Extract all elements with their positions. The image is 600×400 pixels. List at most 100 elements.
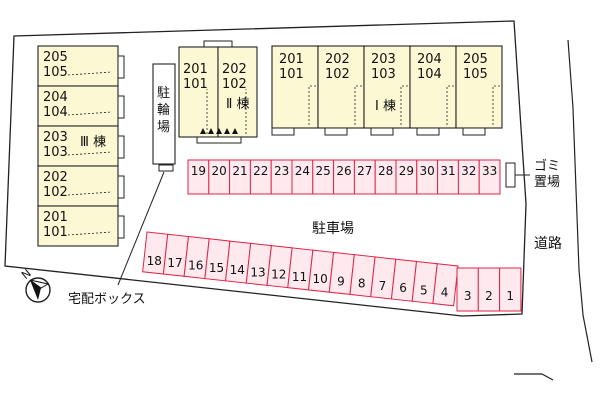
building-1-unit: [317, 45, 365, 129]
parking-space-number: 8: [358, 277, 366, 291]
parking-space-number: 23: [274, 164, 289, 178]
parking-lot-label: 駐車場: [312, 220, 354, 237]
unit-number-upper: 201: [43, 210, 68, 225]
unit-divider: [400, 85, 408, 125]
unit-number-upper: 202: [43, 170, 68, 185]
parking-space-number: 3: [464, 289, 472, 303]
unit-number-lower: 105: [43, 65, 68, 80]
balcony: [117, 95, 125, 119]
parking-space-number: 33: [482, 164, 497, 178]
parking-space-number: 11: [292, 270, 307, 284]
unit-number-upper: 204: [417, 52, 442, 67]
parking-space-number: 17: [167, 256, 182, 270]
parking-space-number: 22: [253, 164, 268, 178]
parking-space: [499, 267, 522, 312]
unit-number-lower: 101: [183, 77, 208, 92]
unit-number-lower: 104: [417, 67, 442, 82]
parking-space: [478, 159, 501, 195]
parking-space-number: 18: [147, 254, 162, 268]
stair-marker: [200, 128, 206, 134]
bicycle-parking-label: 駐輪場: [157, 86, 170, 135]
north-arrow-icon: [25, 277, 51, 303]
parking-space-number: 7: [379, 279, 387, 293]
balcony: [462, 127, 486, 136]
unit-divider: [67, 191, 113, 196]
entrance: [196, 136, 242, 144]
unit-divider: [67, 151, 113, 156]
road-edge: [567, 39, 593, 363]
parking-space-number: 1: [506, 289, 514, 303]
parking-space-number: 29: [399, 164, 414, 178]
unit-number-upper: 205: [463, 52, 488, 67]
site-boundary: [4, 20, 527, 317]
stair-marker: [224, 128, 230, 134]
unit-number-lower: 102: [325, 67, 350, 82]
building-3-unit: [37, 205, 119, 247]
garbage-label: ゴミ置場: [534, 158, 560, 190]
delivery-box-leader: [117, 171, 165, 286]
parking-space-number: 19: [191, 164, 206, 178]
unit-number-upper: 201: [183, 62, 208, 77]
balcony: [271, 127, 295, 136]
unit-number-upper: 201: [279, 52, 304, 67]
unit-divider: [308, 85, 316, 125]
parking-space-number: 31: [440, 164, 455, 178]
parking-space-number: 16: [188, 259, 203, 273]
parking-space-number: 4: [441, 286, 449, 300]
parking-space-number: 14: [230, 263, 245, 277]
parking-space-number: 15: [209, 261, 224, 275]
building-2-unit: [217, 46, 258, 138]
balcony: [324, 127, 348, 136]
unit-number-upper: 203: [371, 52, 396, 67]
parking-space-number: 30: [420, 164, 435, 178]
unit-number-lower: 101: [279, 67, 304, 82]
parking-space-number: 27: [357, 164, 372, 178]
stair-marker: [232, 128, 238, 134]
balcony: [416, 127, 440, 136]
stair-marker: [216, 128, 222, 134]
unit-divider: [67, 231, 113, 236]
building-1-label: Ⅰ 棟: [375, 99, 396, 114]
unit-number-lower: 103: [371, 67, 396, 82]
unit-number-lower: 102: [43, 185, 68, 200]
parking-space-number: 32: [461, 164, 476, 178]
parking-space-number: 13: [250, 265, 265, 279]
parking-space-number: 10: [313, 272, 328, 286]
road-label: 道路: [534, 236, 562, 252]
parking-space-number: 9: [337, 274, 345, 288]
unit-number-upper: 203: [43, 130, 68, 145]
unit-number-upper: 204: [43, 90, 68, 105]
building-1-unit: [455, 45, 503, 129]
unit-number-lower: 102: [222, 77, 247, 92]
building-2-unit: [178, 46, 219, 138]
building-3-unit: [37, 85, 119, 127]
parking-space-number: 26: [336, 164, 351, 178]
balcony: [117, 135, 125, 159]
unit-divider: [67, 111, 113, 116]
building-3-label: Ⅲ 棟: [80, 135, 106, 150]
unit-divider: [492, 85, 500, 125]
parking-space-number: 5: [420, 283, 428, 297]
unit-divider: [67, 71, 113, 76]
unit-number-lower: 101: [43, 225, 68, 240]
stairwell: [203, 40, 233, 47]
parking-space-number: 2: [485, 289, 493, 303]
unit-divider: [446, 85, 454, 125]
parking-space-number: 21: [232, 164, 247, 178]
unit-number-lower: 105: [463, 67, 488, 82]
unit-number-upper: 202: [325, 52, 350, 67]
parking-space-number: 12: [271, 268, 286, 282]
unit-number-lower: 104: [43, 105, 68, 120]
building-2-label: Ⅱ 棟: [226, 97, 250, 112]
parking-space: [432, 263, 459, 307]
parking-space-number: 20: [212, 164, 227, 178]
delivery-box-label: 宅配ボックス: [68, 292, 146, 307]
parking-space-number: 28: [378, 164, 393, 178]
building-1-unit: [363, 45, 411, 129]
building-1-unit: [271, 45, 319, 129]
